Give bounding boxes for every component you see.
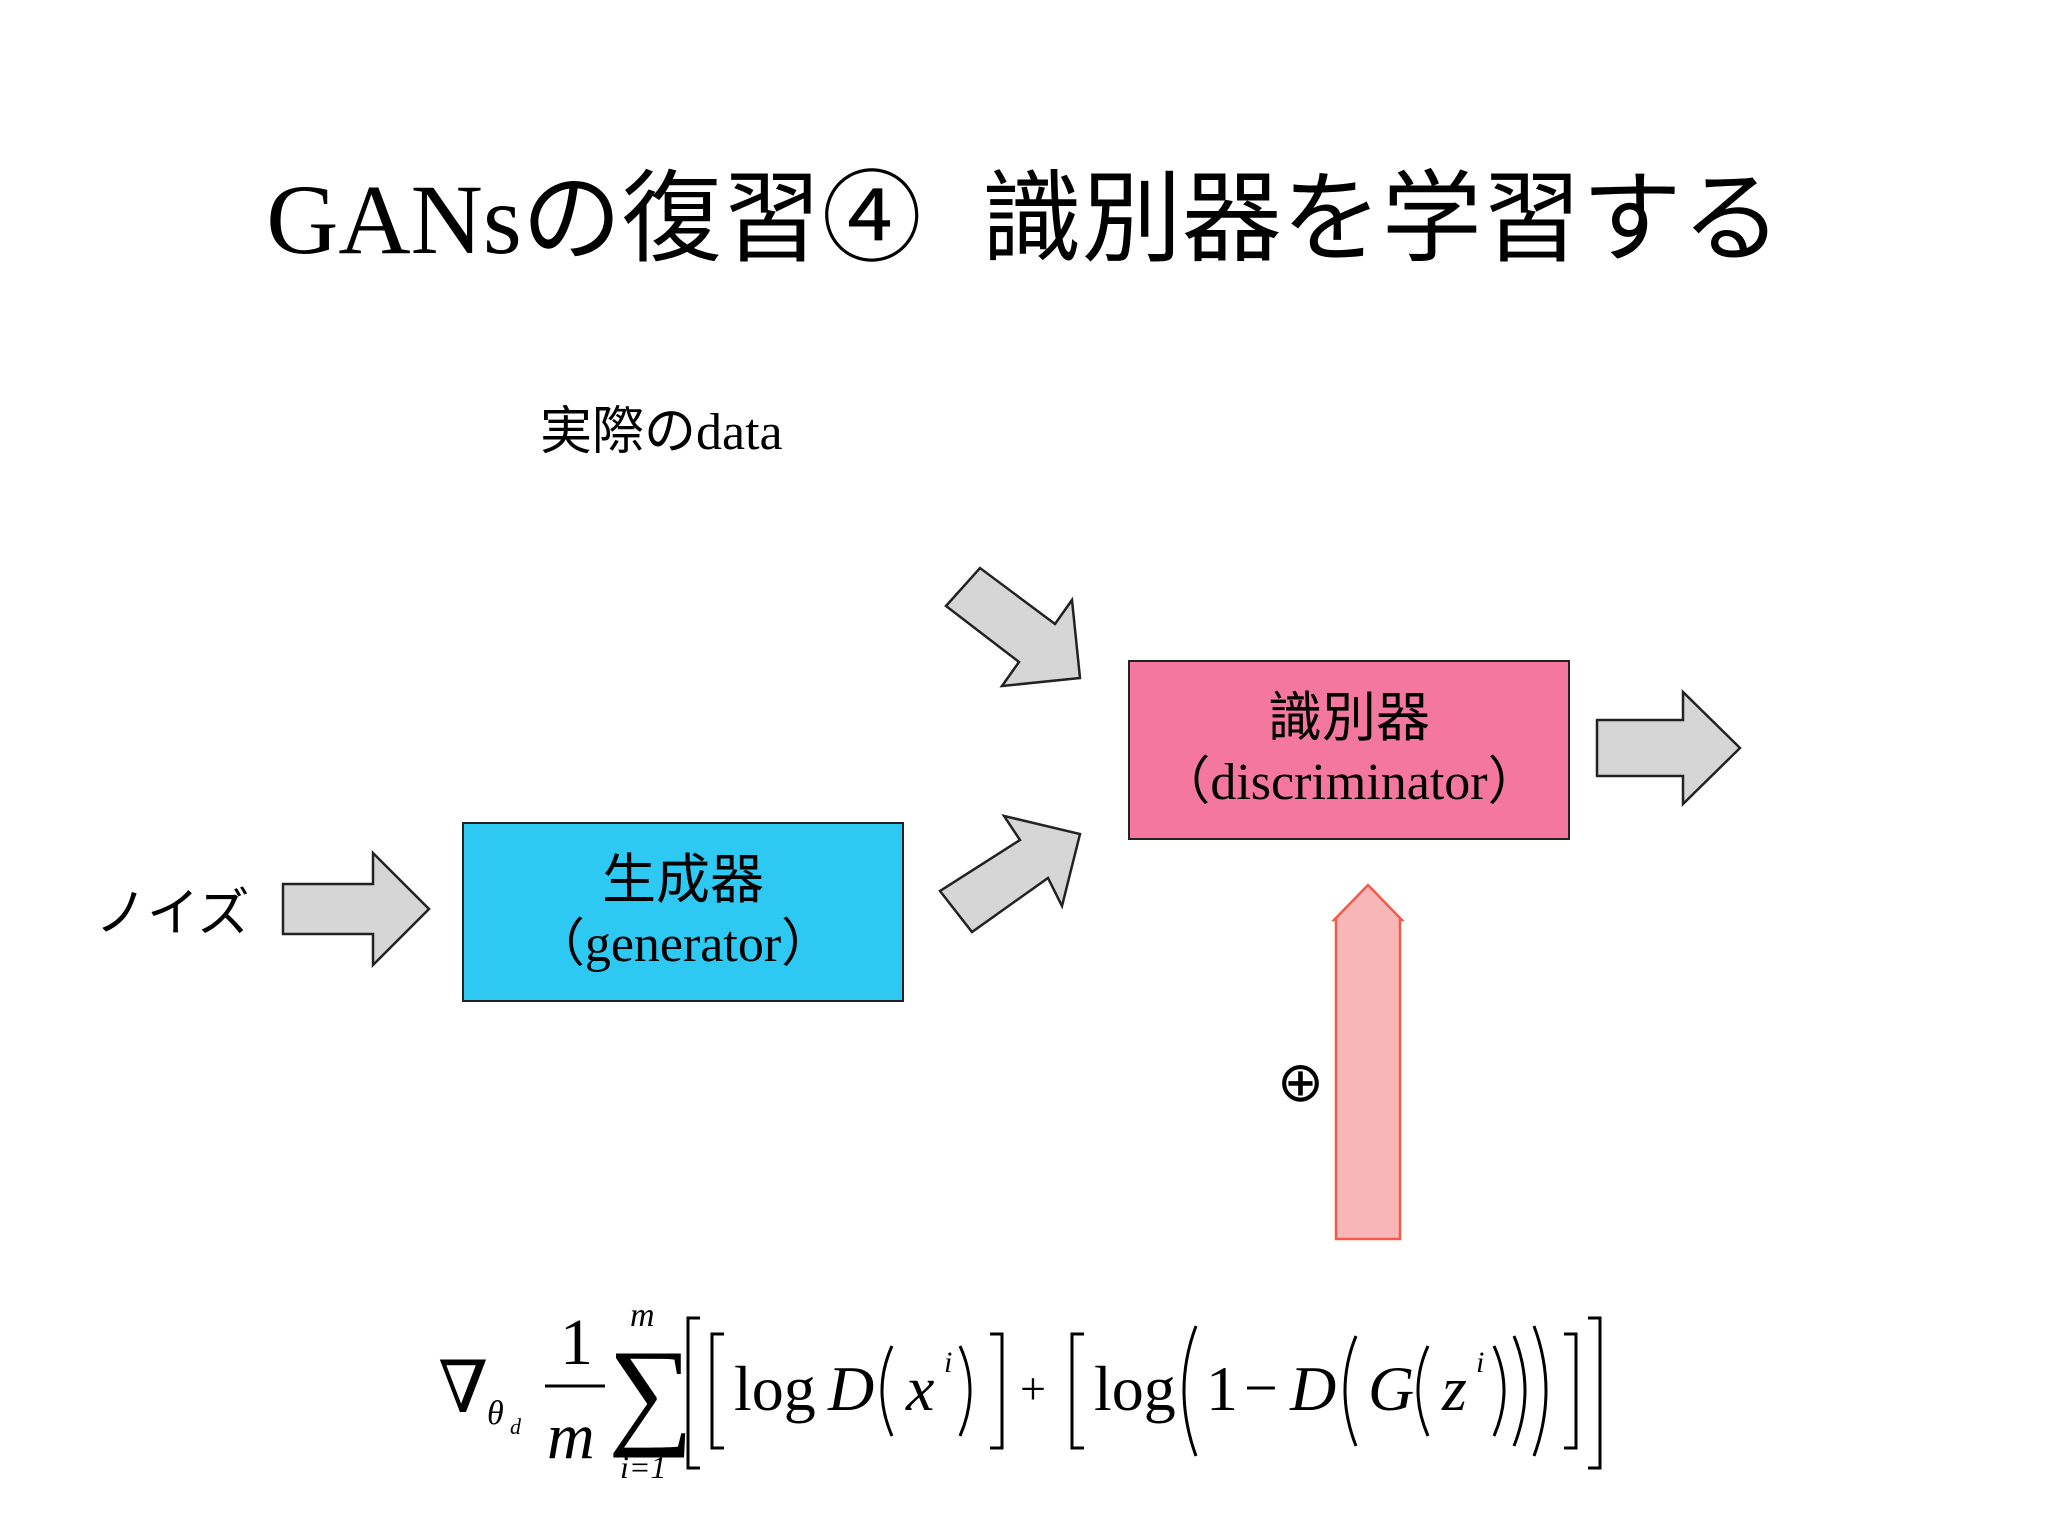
formula-bracket-inner-left-2 [1070,1332,1084,1450]
formula-i-sup-2: i [1476,1346,1484,1379]
generator-to-discriminator-arrow [938,814,1082,934]
formula-one: 1 [1206,1353,1238,1424]
discriminator-box: 識別器 （discriminator） [1128,660,1570,840]
formula-x: x [905,1353,934,1424]
formula-paren-x-left [880,1345,894,1437]
generator-name-ja: 生成器 [602,848,764,911]
formula-sum-lower: i=1 [620,1449,666,1485]
formula-i-sup-1: i [944,1346,952,1379]
formula-frac-den: m [547,1400,595,1473]
formula-paren-1-right [1532,1325,1548,1457]
formula-sum-symbol: ∑ [608,1325,694,1458]
formula-frac-num: 1 [560,1306,593,1379]
formula-sum-upper: m [630,1297,655,1334]
gradient-update-arrow-outline [1331,883,1405,1241]
formula-bracket-inner-right-2 [1564,1332,1578,1450]
title-part1: GANsの復習④ [266,164,922,275]
discriminator-name-ja: 識別器 [1268,686,1430,749]
page-title: GANsの復習④ 識別器を学習する [0,160,2048,280]
generator-name-en: （generator） [532,916,834,973]
formula-G: G [1368,1353,1414,1424]
formula-theta-sub: θ [487,1395,504,1432]
noise-label: ノイズ [95,884,250,944]
formula-log-2: log [1094,1353,1176,1424]
formula-paren-x-right [958,1345,972,1437]
formula-paren-1-left [1182,1325,1198,1457]
plus-sign: ⊕ [1277,1050,1324,1115]
formula-paren-G-right [1492,1345,1506,1437]
formula-z: z [1441,1353,1467,1424]
formula-plus: + [1020,1363,1046,1414]
formula-paren-D-left [1343,1335,1358,1447]
discriminator-name-en: （discriminator） [1158,754,1540,811]
formula-d-sub: d [510,1414,522,1439]
title-part2: 識別器を学習する [981,164,1782,275]
generator-box: 生成器 （generator） [462,822,904,1002]
formula-bracket-outer-left [686,1316,700,1470]
formula-log-1: log [734,1353,816,1424]
formula-bracket-outer-right [1588,1316,1602,1470]
noise-to-generator-arrow [281,849,431,969]
formula-minus: − [1244,1355,1278,1421]
formula-paren-G-left [1416,1345,1430,1437]
formula-bracket-inner-right-1 [990,1332,1004,1450]
formula-nabla: ∇ [438,1348,488,1428]
formula-D-2: D [1289,1353,1336,1424]
formula-paren-D-right [1512,1335,1527,1447]
real-data-label: 実際のdata [540,404,783,461]
formula-bracket-inner-left-1 [710,1332,724,1450]
discriminator-output-arrow [1595,689,1742,807]
formula-D-1: D [827,1353,874,1424]
real-data-to-discriminator-arrow [944,566,1082,688]
